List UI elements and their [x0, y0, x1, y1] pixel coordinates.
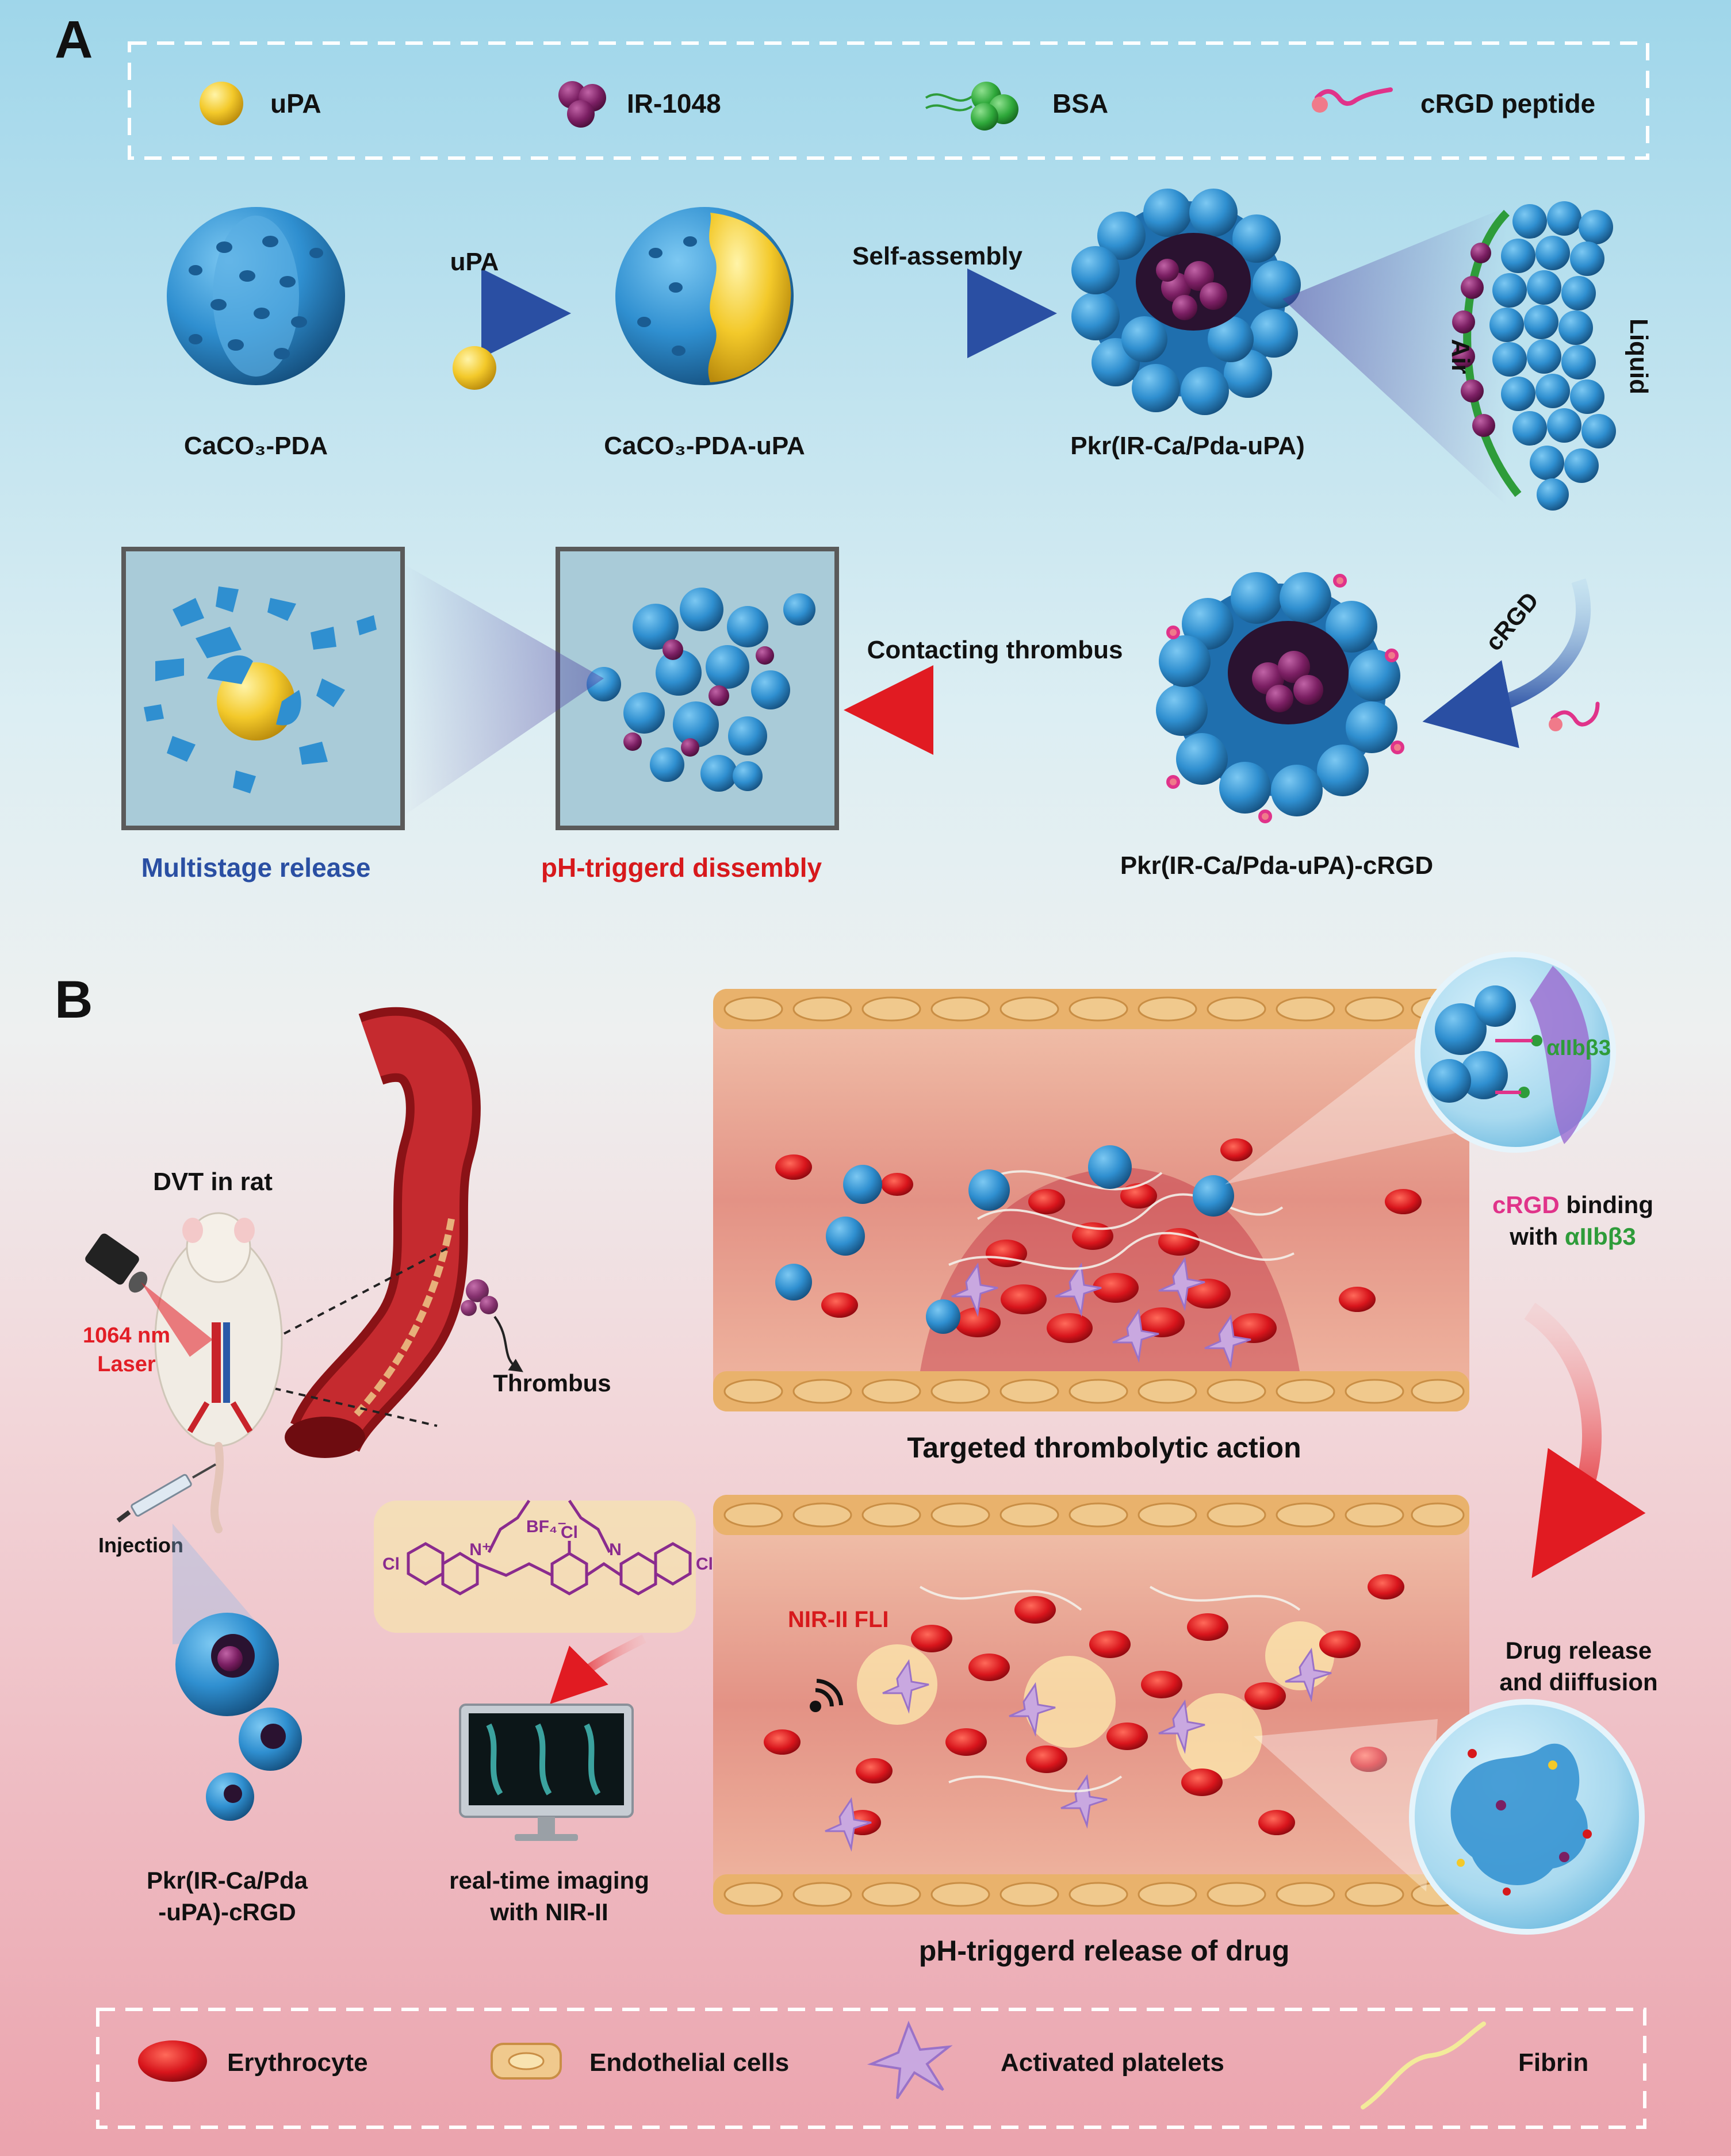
zoom-beam-a2 — [403, 563, 604, 816]
nanoparticle-medium — [239, 1708, 302, 1771]
dissembly-box — [556, 547, 839, 830]
targeted-caption: Targeted thrombolytic action — [907, 1432, 1301, 1464]
arrow-down-release — [1524, 1302, 1646, 1578]
thrombus-label: Thrombus — [493, 1369, 611, 1397]
molecule-cl-left: Cl — [382, 1555, 400, 1574]
caco3-pda-upa-label: CaCO₃-PDA-uPA — [604, 432, 805, 460]
crgd-peptide — [1549, 701, 1600, 731]
green-protein-icon — [925, 82, 1018, 131]
bottom-legend: Erythrocyte Endothelial cells Activated … — [138, 2020, 1588, 2109]
zoom-line-1 — [261, 1246, 449, 1346]
syringe-icon — [116, 1463, 216, 1523]
arrow-self-assembly-label: Self-assembly — [852, 242, 1022, 270]
erythrocyte-icon — [138, 2040, 207, 2082]
zoom-beam-b2 — [1254, 1719, 1438, 1892]
legend-b-fibrin: Fibrin — [1518, 2048, 1588, 2077]
vessel-tube — [285, 1007, 498, 1458]
pkr-crgd-cluster — [1156, 572, 1404, 823]
pkr-cluster — [1071, 189, 1301, 415]
nanoparticle-label-2: -uPA)-cRGD — [158, 1898, 296, 1925]
caco3-pda-upa-particle — [615, 207, 794, 385]
integrin-label: αIIbβ3 — [1546, 1036, 1611, 1060]
signal-icon — [810, 1678, 844, 1712]
ph-caption: pH-triggerd release of drug — [919, 1935, 1290, 1967]
panel-a-letter: A — [55, 10, 93, 69]
molecule-counterion: BF₄⁻ — [526, 1517, 566, 1536]
legend-b-platelets: Activated platelets — [1001, 2048, 1224, 2077]
fibrin-icon — [1361, 2021, 1486, 2109]
bottom-legend-box — [96, 2008, 1646, 2129]
multistage-box — [121, 547, 405, 830]
molecule-cl-right: Cl — [696, 1555, 713, 1574]
imaging-monitor — [459, 1704, 634, 1841]
binding-text-line1: cRGD binding — [1492, 1191, 1653, 1218]
laser-label-2: Laser — [97, 1352, 156, 1376]
purple-cluster-icon — [558, 81, 606, 128]
molecule-n: N — [609, 1540, 622, 1559]
legend-a-label-bsa: BSA — [1052, 89, 1108, 118]
peptide-icon — [1312, 87, 1393, 113]
multistage-label: Multistage release — [141, 853, 371, 883]
arrow-to-imaging — [550, 1634, 646, 1704]
pkr-crgd-label: Pkr(IR-Ca/Pda-uPA)-cRGD — [1120, 851, 1433, 880]
arrow-upa-label: uPA — [450, 248, 499, 276]
imaging-label-1: real-time imaging — [449, 1867, 649, 1894]
binding-integrin-colored: αIIbβ3 — [1565, 1223, 1636, 1250]
binding-crgd-colored: cRGD — [1492, 1191, 1560, 1218]
nanoparticle-label-1: Pkr(IR-Ca/Pda — [147, 1867, 308, 1894]
binding-with: with — [1509, 1223, 1565, 1250]
caco3-pda-particle — [167, 207, 345, 385]
thrombus-pointer — [493, 1315, 523, 1372]
targeted-vessel-scene — [713, 989, 1469, 1411]
air-liquid-interface — [1452, 201, 1616, 511]
legend-a-label-crgd: cRGD peptide — [1420, 89, 1595, 118]
release-bubble — [1409, 1699, 1645, 1935]
panel-b-letter: B — [55, 970, 93, 1029]
pkr-label: Pkr(IR-Ca/Pda-uPA) — [1070, 432, 1304, 460]
caco3-pda-label: CaCO₃-PDA — [184, 432, 328, 460]
release-vessel-scene — [713, 1495, 1469, 1915]
molecule-n-plus: N⁺ — [469, 1540, 491, 1559]
upa-sphere — [453, 346, 496, 390]
binding-rest: binding — [1560, 1191, 1653, 1218]
laser-device — [85, 1233, 213, 1357]
nanoparticle-large — [175, 1613, 279, 1716]
legend-a-label-ir1048: IR-1048 — [627, 89, 721, 118]
platelet-icon — [867, 2020, 953, 2100]
zoom-line-2 — [261, 1384, 438, 1427]
nir-label: NIR-II FLI — [788, 1607, 889, 1632]
molecule-cl-center: Cl — [561, 1523, 578, 1542]
zoom-beam-a — [1282, 207, 1507, 506]
liquid-label: Liquid — [1625, 319, 1653, 394]
release-label-1: Drug release — [1506, 1637, 1652, 1664]
legend-a-label-upa: uPA — [270, 89, 321, 118]
legend-b-endothelial: Endothelial cells — [589, 2048, 789, 2077]
injection-label: Injection — [98, 1533, 183, 1557]
air-label: Air — [1446, 339, 1475, 374]
yellow-sphere-icon — [200, 82, 243, 125]
endothelial-cell-icon — [491, 2043, 562, 2080]
laser-label-1: 1064 nm — [83, 1323, 170, 1348]
ir1048-molecule — [374, 1499, 696, 1633]
binding-bubble — [1415, 952, 1616, 1153]
imaging-label-2: with NIR-II — [489, 1898, 608, 1925]
legend-a: uPA IR-1048 BSA cRGD peptide — [200, 81, 1595, 131]
legend-b-erythrocyte: Erythrocyte — [227, 2048, 368, 2077]
binding-text-line2: with αIIbβ3 — [1509, 1223, 1636, 1250]
release-label-2: and diiffusion — [1499, 1668, 1657, 1695]
arrow-contacting-label: Contacting thrombus — [867, 636, 1123, 664]
nanoparticle-small — [206, 1773, 254, 1821]
rat-illustration — [154, 1212, 283, 1533]
legend-a-box — [128, 41, 1649, 160]
injection-glow — [173, 1524, 270, 1644]
dissembly-label: pH-triggerd dissembly — [541, 853, 822, 883]
dvt-title: DVT in rat — [153, 1168, 273, 1196]
arrow-crgd — [1422, 578, 1591, 749]
